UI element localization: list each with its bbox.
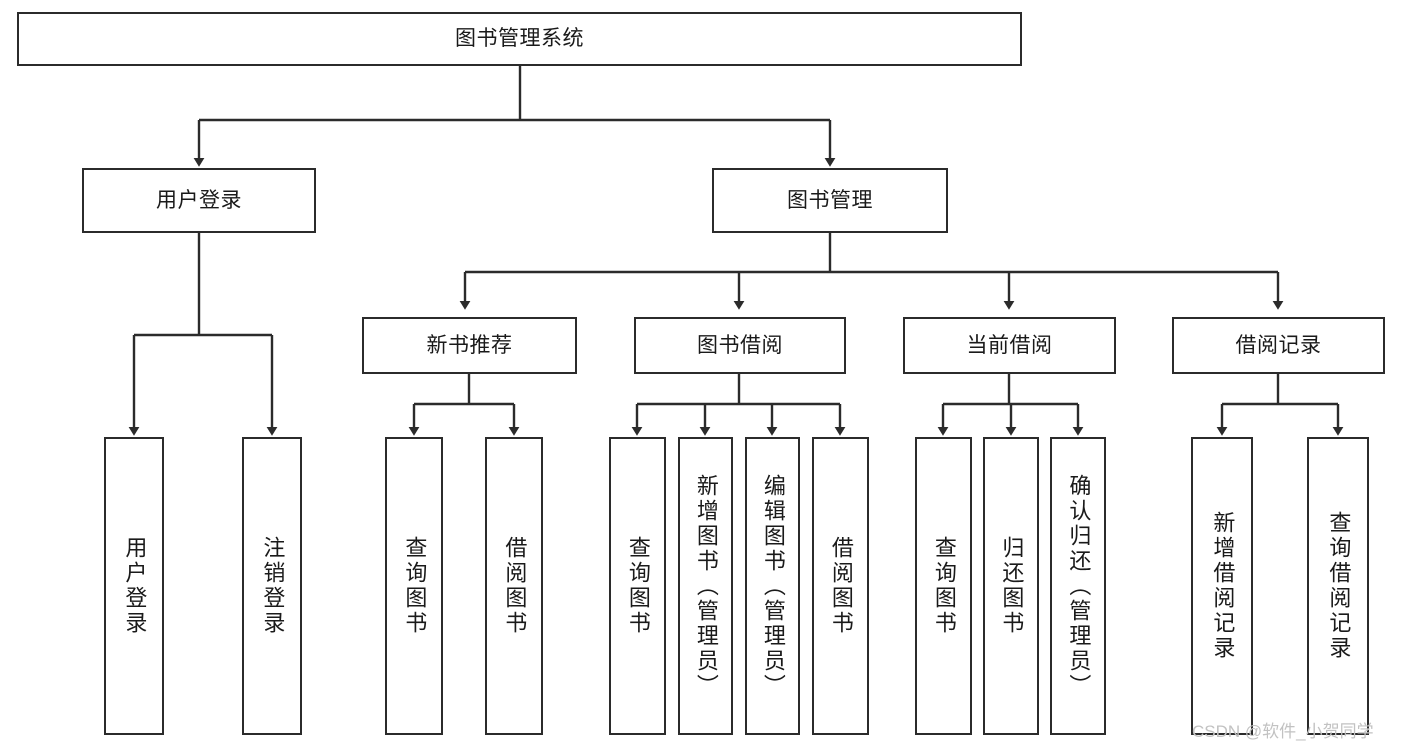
leaf-current-return-book[interactable]: 归还图书 xyxy=(983,437,1039,735)
node-new-book-recommend[interactable]: 新书推荐 xyxy=(362,317,577,374)
csdn-watermark: CSDN @软件_小贺同学 xyxy=(1192,722,1374,741)
leaf-borrow-edit-book-admin[interactable]: 编辑图书（管理员） xyxy=(745,437,800,735)
leaf-new-book-query[interactable]: 查询图书 xyxy=(385,437,443,735)
node-user-login[interactable]: 用户登录 xyxy=(82,168,316,233)
node-current-borrow[interactable]: 当前借阅 xyxy=(903,317,1116,374)
leaf-user-login-logout[interactable]: 注销登录 xyxy=(242,437,302,735)
leaf-new-book-borrow[interactable]: 借阅图书 xyxy=(485,437,543,735)
leaf-current-confirm-return-admin[interactable]: 确认归还（管理员） xyxy=(1050,437,1106,735)
node-book-management[interactable]: 图书管理 xyxy=(712,168,948,233)
node-root-system[interactable]: 图书管理系统 xyxy=(17,12,1022,66)
leaf-current-query-book[interactable]: 查询图书 xyxy=(915,437,972,735)
node-book-borrow[interactable]: 图书借阅 xyxy=(634,317,846,374)
leaf-borrow-add-book-admin[interactable]: 新增图书（管理员） xyxy=(678,437,733,735)
leaf-record-query[interactable]: 查询借阅记录 xyxy=(1307,437,1369,735)
node-borrow-record[interactable]: 借阅记录 xyxy=(1172,317,1385,374)
leaf-borrow-query-book[interactable]: 查询图书 xyxy=(609,437,666,735)
leaf-borrow-borrow-book[interactable]: 借阅图书 xyxy=(812,437,869,735)
leaf-user-login-login[interactable]: 用户登录 xyxy=(104,437,164,735)
leaf-record-add[interactable]: 新增借阅记录 xyxy=(1191,437,1253,735)
